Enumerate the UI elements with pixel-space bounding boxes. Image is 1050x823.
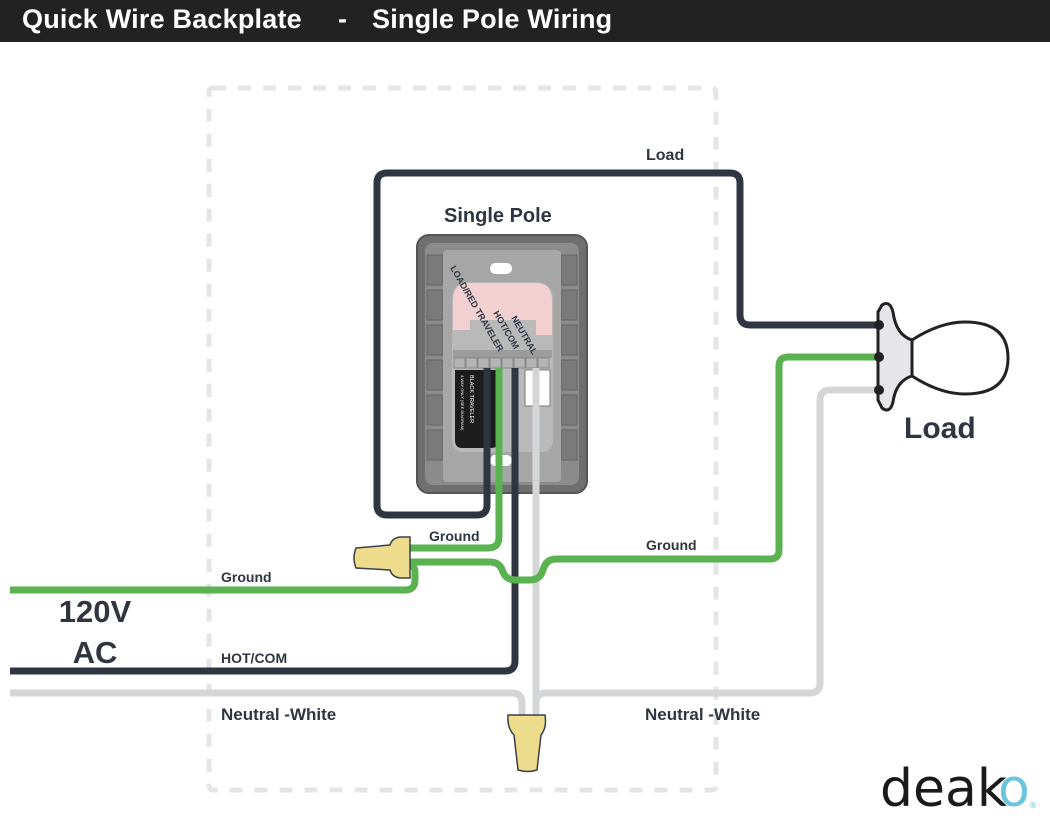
neutral-load-label: Neutral -White — [645, 705, 760, 724]
voltage-label-line2: AC — [73, 635, 118, 670]
hot-wire — [10, 368, 519, 675]
title-separator: - — [338, 4, 348, 34]
ground-device-label: Ground — [429, 528, 480, 544]
neutral-wire-load — [532, 386, 880, 704]
switch-backplate: BLACK TRAVELER 4-WAY ONLY (SEE DIAGRAM) … — [416, 234, 588, 494]
ground-wire-nut — [353, 536, 411, 579]
logo-accent: o — [998, 759, 1030, 819]
title-left: Quick Wire Backplate — [22, 4, 302, 34]
title-bar: Quick Wire Backplate - Single Pole Wirin… — [0, 0, 1050, 42]
registered-mark: ® — [1029, 801, 1037, 810]
hot-wire-label: HOT/COM — [221, 650, 287, 666]
voltage-label-line1: 120V — [59, 594, 132, 629]
neutral-wire-source — [10, 689, 526, 718]
load-fixture-label: Load — [904, 412, 976, 445]
ground-wire-load — [405, 353, 880, 584]
title-right: Single Pole Wiring — [372, 4, 613, 34]
four-way-note: 4-WAY ONLY (SEE DIAGRAM) — [460, 375, 465, 431]
ground-load-label: Ground — [646, 537, 697, 553]
ground-wire-source — [10, 561, 419, 594]
junction-box-outline — [206, 85, 719, 793]
load-wire — [373, 169, 880, 519]
light-bulb-icon — [874, 302, 1010, 412]
neutral-source-label: Neutral -White — [221, 705, 336, 724]
load-wire-label: Load — [646, 147, 684, 164]
deako-logo: deak o ® — [880, 759, 1037, 819]
logo-text: deak — [880, 759, 1007, 819]
ground-wire-device — [405, 368, 503, 552]
black-traveler-label: BLACK TRAVELER — [468, 375, 474, 423]
device-label: Single Pole — [444, 205, 552, 227]
neutral-wire-nut — [507, 714, 547, 773]
ground-source-label: Ground — [221, 569, 272, 585]
